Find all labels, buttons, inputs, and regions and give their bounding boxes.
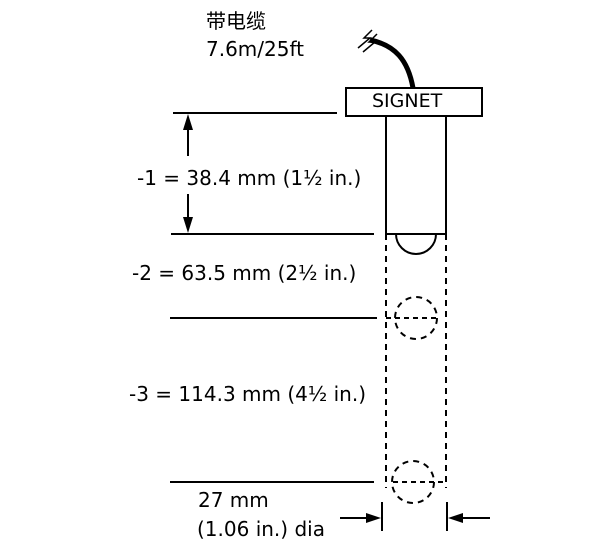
cable — [369, 37, 416, 89]
cable-length: 7.6m/25ft — [206, 37, 305, 61]
cable-label-cn: 带电缆 — [206, 9, 266, 33]
cable-break-icon — [357, 29, 378, 53]
signet-cap — [345, 87, 483, 117]
diameter-inch: (1.06 in.) dia — [197, 517, 325, 541]
position-2-tip — [394, 296, 438, 340]
arrow-down-icon — [183, 217, 193, 233]
arrow-up-icon — [183, 114, 193, 130]
brand-label: SIGNET — [372, 90, 443, 112]
sensor-body — [385, 115, 447, 235]
dimension-option-3: -3 = 114.3 mm (4½ in.) — [129, 382, 367, 406]
diameter-value: 27 mm — [198, 488, 269, 512]
sensor-tip — [395, 233, 437, 255]
arrow-right-icon — [366, 513, 381, 523]
dimension-option-1: -1 = 38.4 mm (1½ in.) — [137, 166, 362, 190]
dimension-option-2: -2 = 63.5 mm (2½ in.) — [132, 261, 357, 285]
arrow-left-icon — [448, 513, 463, 523]
